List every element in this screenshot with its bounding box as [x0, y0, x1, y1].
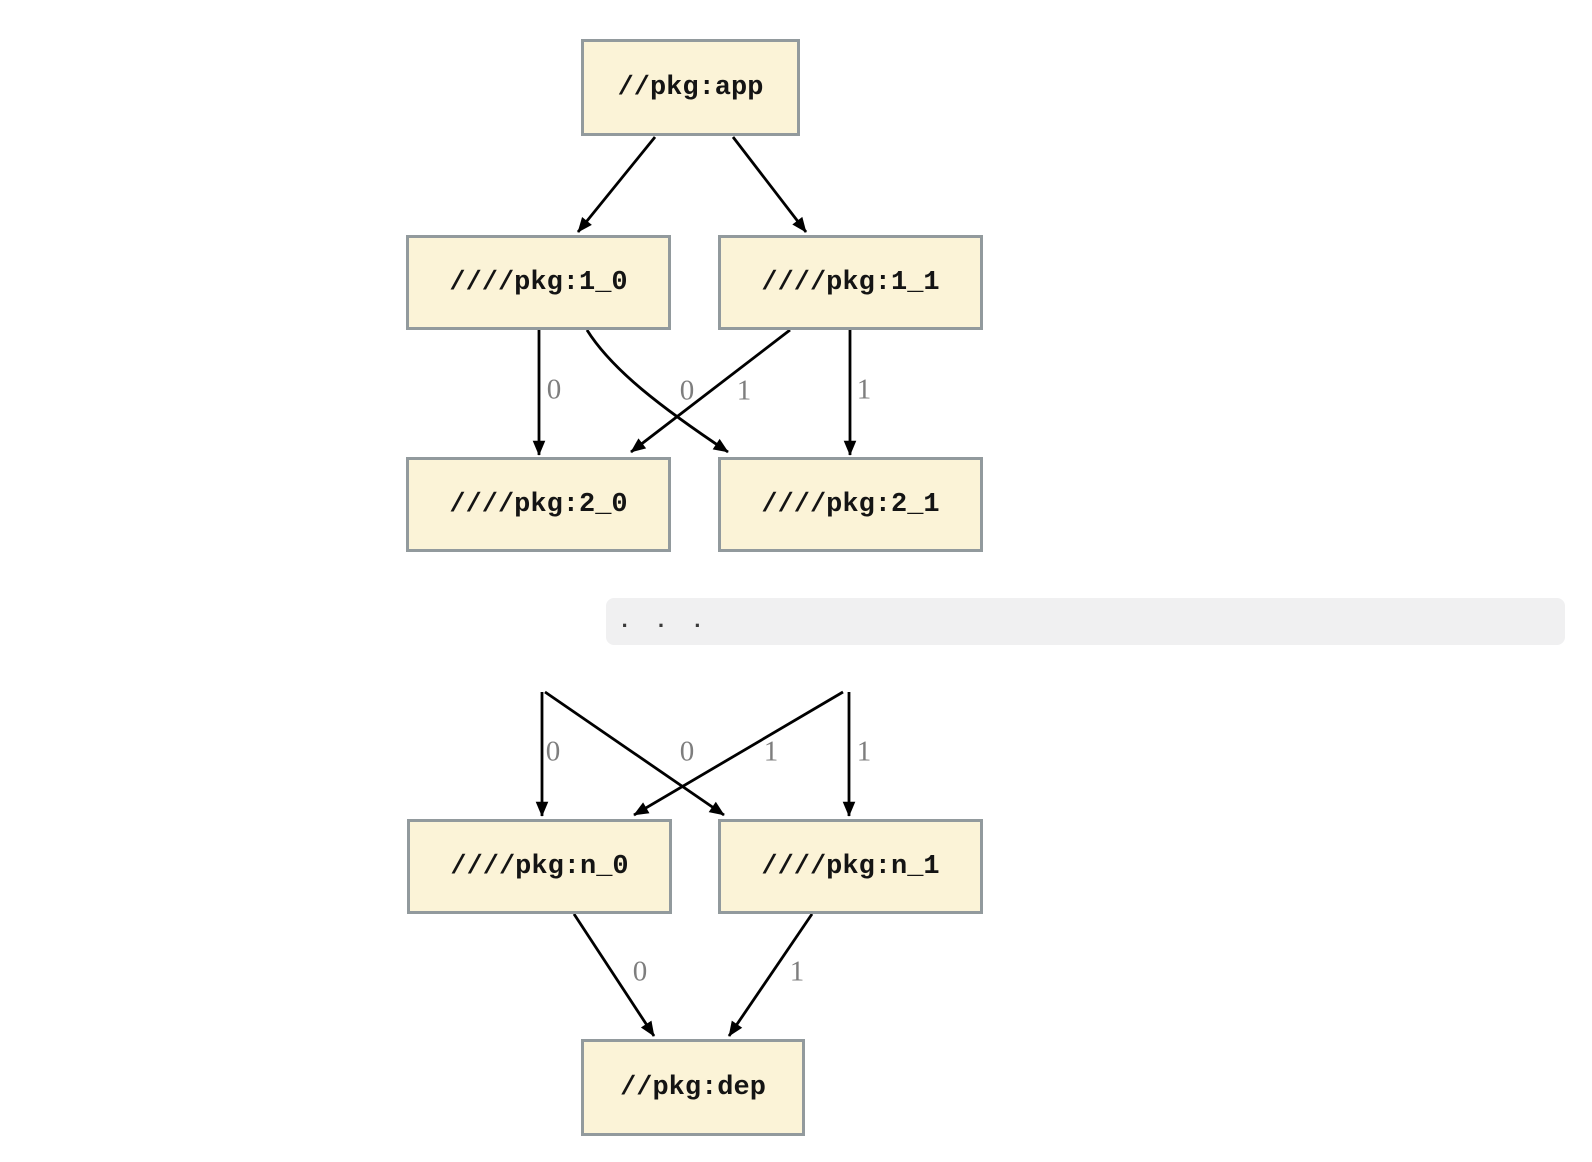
- edge-1_0-to-2_1: [585, 329, 729, 454]
- edge-app-to-1_1: [731, 136, 808, 233]
- node-pkg-app: //pkg:app: [581, 39, 800, 136]
- node-pkg-2-1: ////pkg:2_1: [718, 457, 983, 552]
- ellipsis-dots: . . .: [618, 609, 705, 634]
- node-pkg-n-0: ////pkg:n_0: [407, 819, 672, 914]
- edge-1_1-to-2_0: [630, 328, 791, 454]
- edge-label-ellipsis-n_0-cross: 0: [679, 735, 695, 768]
- node-pkg-n-1-label: ////pkg:n_1: [761, 851, 940, 882]
- node-pkg-2-0-label: ////pkg:2_0: [449, 489, 628, 520]
- node-pkg-dep-label: //pkg:dep: [620, 1072, 766, 1103]
- edge-ellipsis-to-n_0-cross: [633, 690, 844, 817]
- edge-ellipsis-to-n_1-cross: [544, 690, 725, 817]
- edge-label-ellipsis-n_0-direct: 0: [545, 735, 561, 768]
- node-pkg-1-0-label: ////pkg:1_0: [449, 267, 628, 298]
- node-pkg-1-0: ////pkg:1_0: [406, 235, 671, 330]
- node-pkg-n-0-label: ////pkg:n_0: [450, 851, 629, 882]
- edge-app-to-1_0: [576, 136, 657, 233]
- edge-n_0-to-dep: [572, 913, 656, 1037]
- edge-label-1_1-2_1: 1: [856, 373, 872, 406]
- edge-label-n_1-dep: 1: [789, 955, 805, 988]
- node-pkg-1-1: ////pkg:1_1: [718, 235, 983, 330]
- node-pkg-dep: //pkg:dep: [581, 1039, 805, 1136]
- node-pkg-2-1-label: ////pkg:2_1: [761, 489, 940, 520]
- ellipsis-code-bar: . . .: [606, 598, 1565, 645]
- edge-label-n_0-dep: 0: [632, 955, 648, 988]
- edge-label-1_1-2_0: 0: [679, 374, 695, 407]
- edge-label-ellipsis-n_1-direct: 1: [856, 735, 872, 768]
- node-pkg-n-1: ////pkg:n_1: [718, 819, 983, 914]
- edge-n_1-to-dep: [727, 913, 814, 1037]
- node-pkg-2-0: ////pkg:2_0: [406, 457, 671, 552]
- node-pkg-app-label: //pkg:app: [617, 72, 764, 103]
- edge-label-1_0-2_1: 1: [736, 374, 752, 407]
- edge-label-1_0-2_0: 0: [546, 373, 562, 406]
- node-pkg-1-1-label: ////pkg:1_1: [761, 267, 940, 298]
- edge-label-ellipsis-n_1-cross: 1: [763, 735, 779, 768]
